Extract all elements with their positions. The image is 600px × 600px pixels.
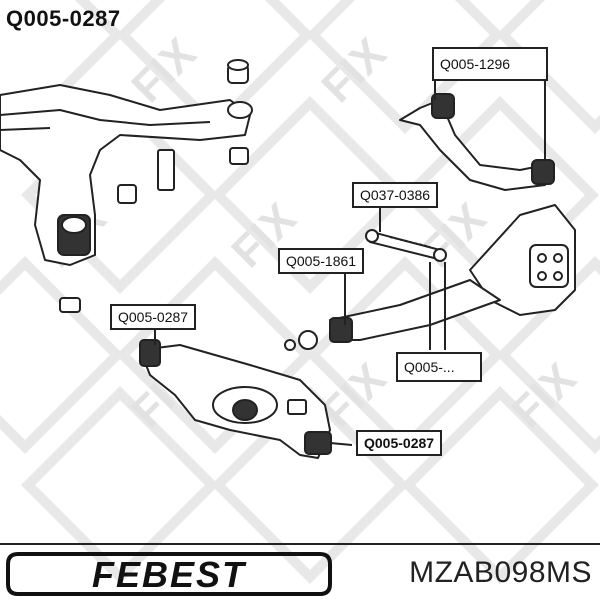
brand-divider bbox=[0, 543, 600, 545]
callout-q005-0287-lower[interactable]: Q005-0287 bbox=[356, 430, 443, 456]
febest-logo: FEBEST bbox=[6, 552, 332, 596]
callout-q005-1296[interactable]: Q005-1296 bbox=[432, 47, 548, 81]
callout-q037-0386[interactable]: Q037-0386 bbox=[352, 182, 439, 208]
leader-lines bbox=[154, 80, 546, 446]
page-title: Q005-0287 bbox=[6, 6, 121, 31]
callout-q005-0287-upper[interactable]: Q005-0287 bbox=[110, 304, 197, 330]
part-number: MZAB098MS bbox=[409, 556, 592, 589]
svg-text:FEBEST: FEBEST bbox=[92, 554, 247, 595]
callout-q005-ellipsis[interactable]: Q005-... bbox=[396, 352, 482, 382]
callout-q005-1861[interactable]: Q005-1861 bbox=[278, 248, 365, 274]
parts-linework bbox=[0, 59, 576, 459]
